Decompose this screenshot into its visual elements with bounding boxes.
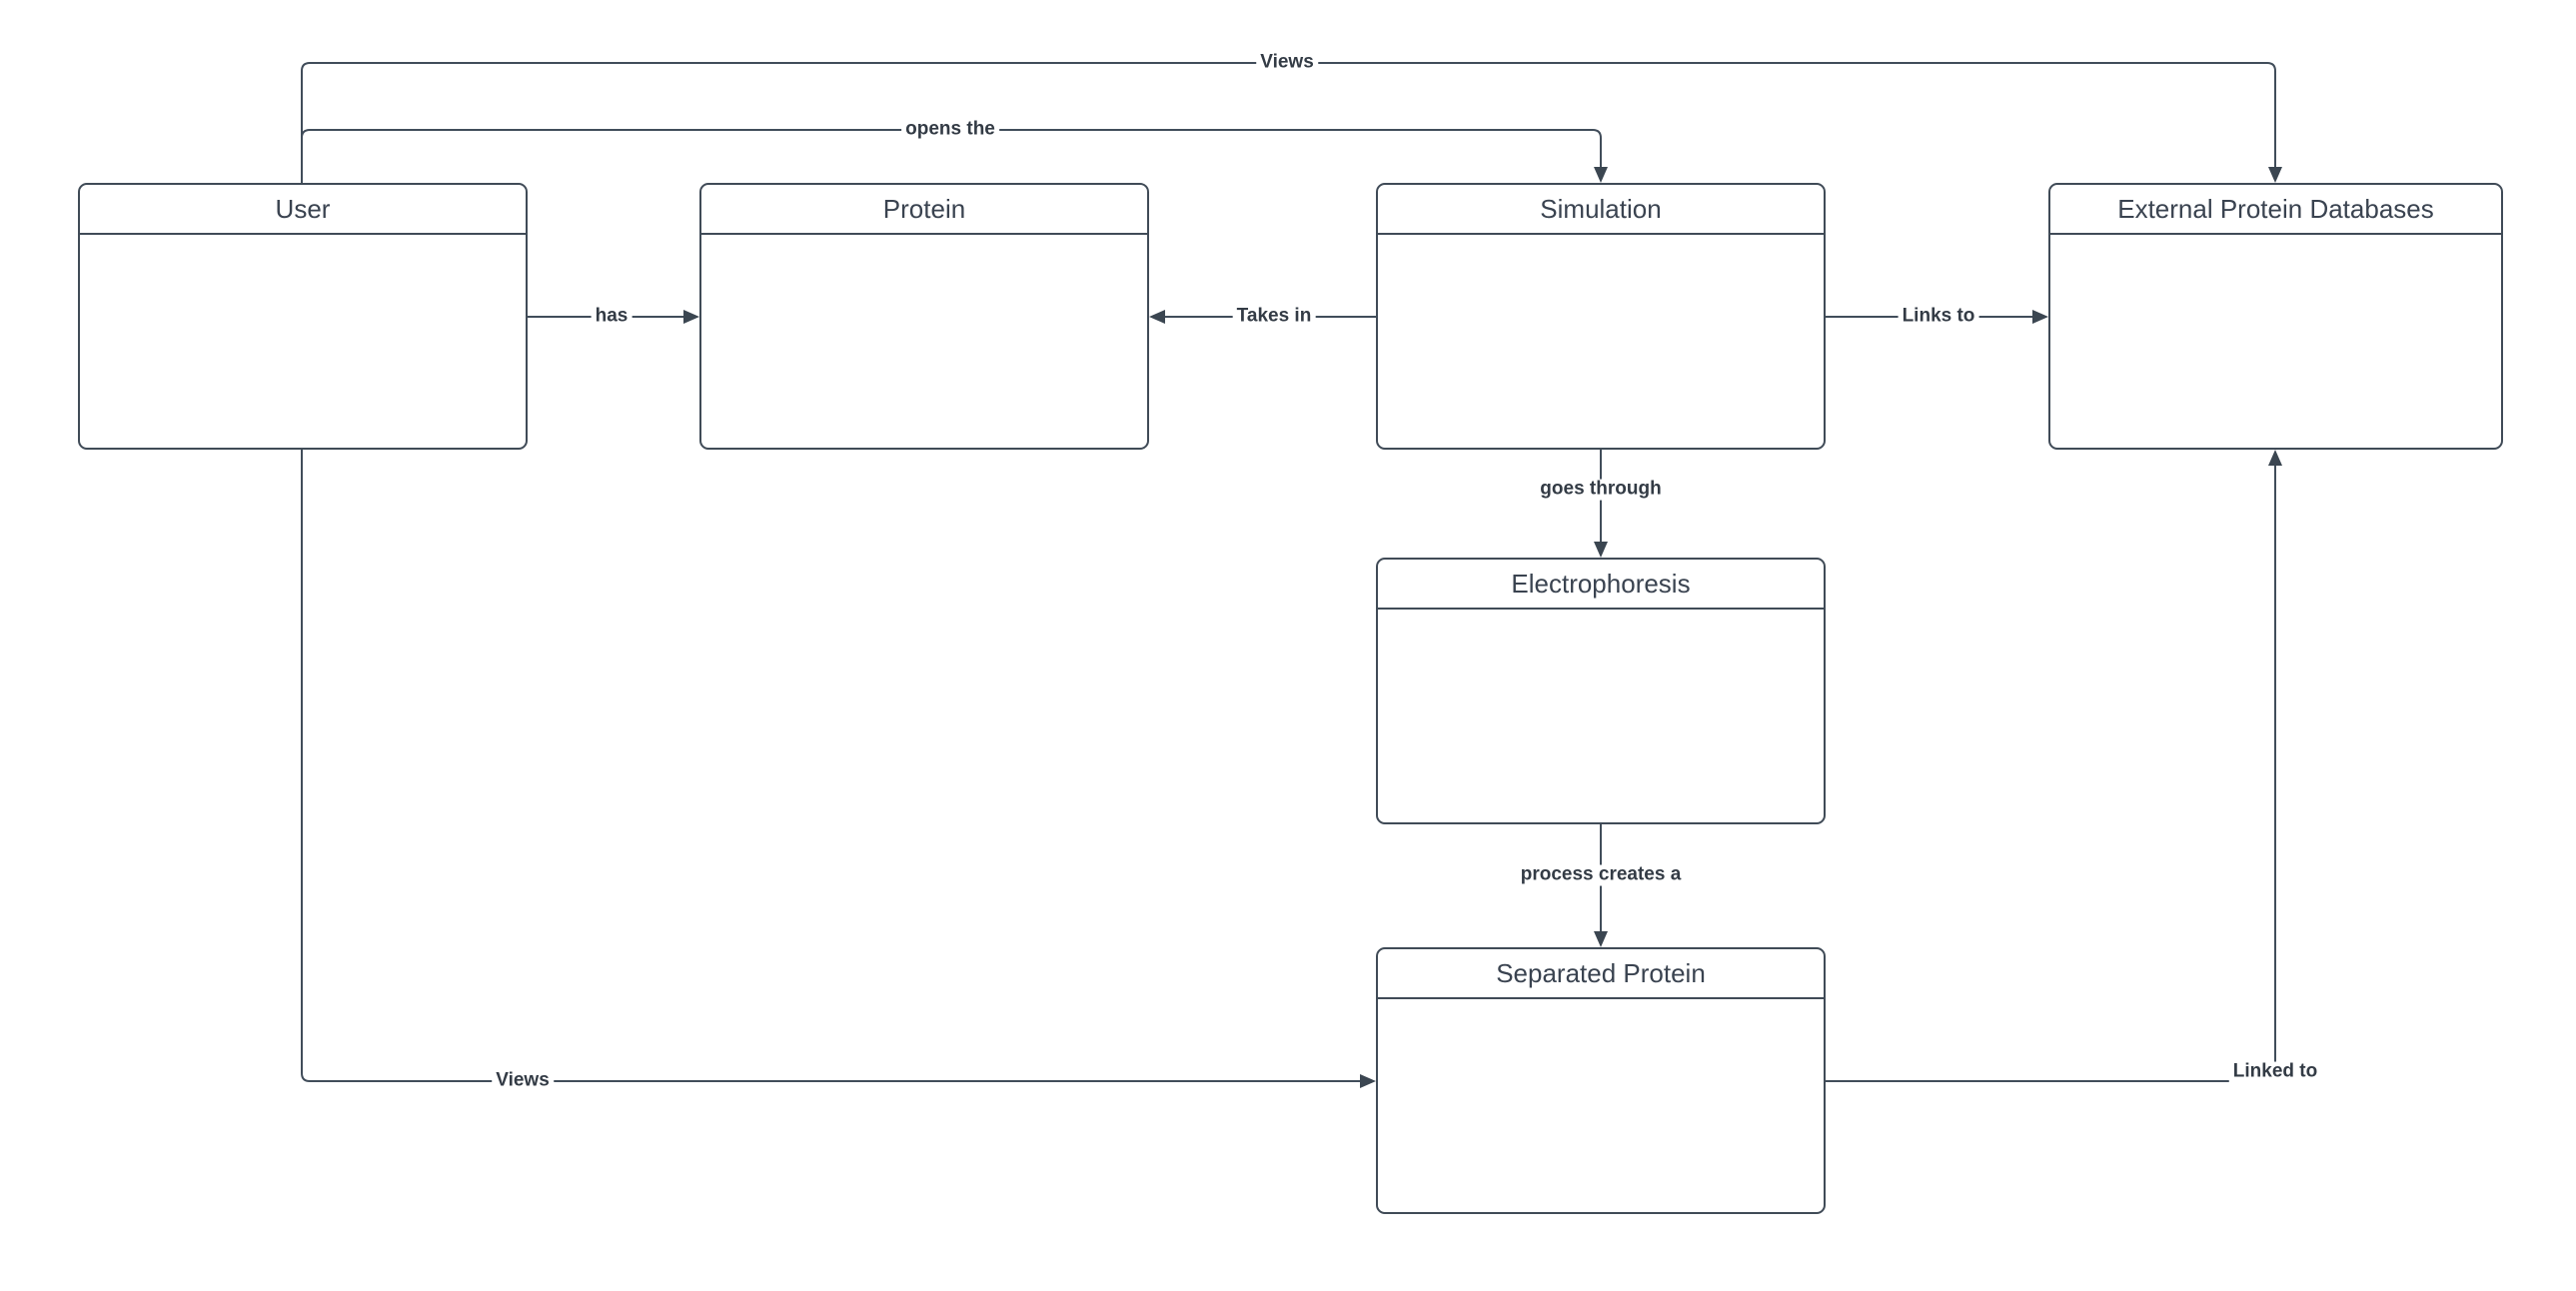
entity-protein: Protein [699, 183, 1149, 450]
entity-external-protein-databases: External Protein Databases [2048, 183, 2503, 450]
arrowhead-has [683, 310, 699, 324]
entity-separated-protein: Separated Protein [1376, 947, 1826, 1214]
arrowhead-process-creates-a [1594, 931, 1608, 947]
entity-protein-body [701, 235, 1147, 448]
entity-simulation-header: Simulation [1378, 185, 1824, 235]
arrowhead-goes-through [1594, 542, 1608, 558]
entity-protein-title: Protein [882, 193, 966, 224]
edge-label-process-creates-a: process creates a [1516, 864, 1686, 886]
arrowhead-takes-in [1149, 310, 1165, 324]
arrowhead-views-user-to-separated-protein [1360, 1074, 1376, 1088]
entity-user: User [78, 183, 528, 450]
entity-user-body [80, 235, 526, 448]
connector-views-user-to-separated-protein [301, 450, 1360, 1082]
entity-simulation-title: Simulation [1540, 193, 1662, 224]
edge-label-takes-in: Takes in [1232, 306, 1316, 328]
arrowhead-opens-the [1594, 167, 1608, 183]
entity-protein-header: Protein [701, 185, 1147, 235]
edge-label-linked-to: Linked to [2228, 1061, 2322, 1083]
edge-label-opens-the: opens the [901, 119, 999, 141]
entity-separated-protein-title: Separated Protein [1496, 957, 1706, 988]
edge-label-goes-through: goes through [1536, 479, 1666, 501]
entity-electrophoresis: Electrophoresis [1376, 558, 1826, 824]
entity-separated-protein-header: Separated Protein [1378, 949, 1824, 999]
entity-external-protein-databases-title: External Protein Databases [2117, 193, 2434, 224]
arrowhead-views-user-to-databases [2268, 167, 2282, 183]
connector-linked-to [1826, 466, 2276, 1082]
entity-user-header: User [80, 185, 526, 235]
entity-simulation: Simulation [1376, 183, 1826, 450]
entity-external-protein-databases-body [2050, 235, 2501, 448]
entity-electrophoresis-header: Electrophoresis [1378, 560, 1824, 610]
entity-simulation-body [1378, 235, 1824, 448]
entity-user-title: User [275, 193, 331, 224]
edge-label-has: has [591, 306, 633, 328]
entity-external-protein-databases-header: External Protein Databases [2050, 185, 2501, 235]
entity-electrophoresis-title: Electrophoresis [1511, 568, 1691, 599]
edge-label-views-top: Views [1256, 52, 1318, 74]
arrowhead-linked-to [2268, 450, 2282, 466]
connector-views-user-to-databases [301, 62, 2276, 183]
entity-electrophoresis-body [1378, 610, 1824, 822]
entity-separated-protein-body [1378, 999, 1824, 1212]
edge-label-links-to: Links to [1898, 306, 1979, 328]
edge-label-views-bottom: Views [492, 1070, 554, 1092]
arrowhead-links-to [2032, 310, 2048, 324]
